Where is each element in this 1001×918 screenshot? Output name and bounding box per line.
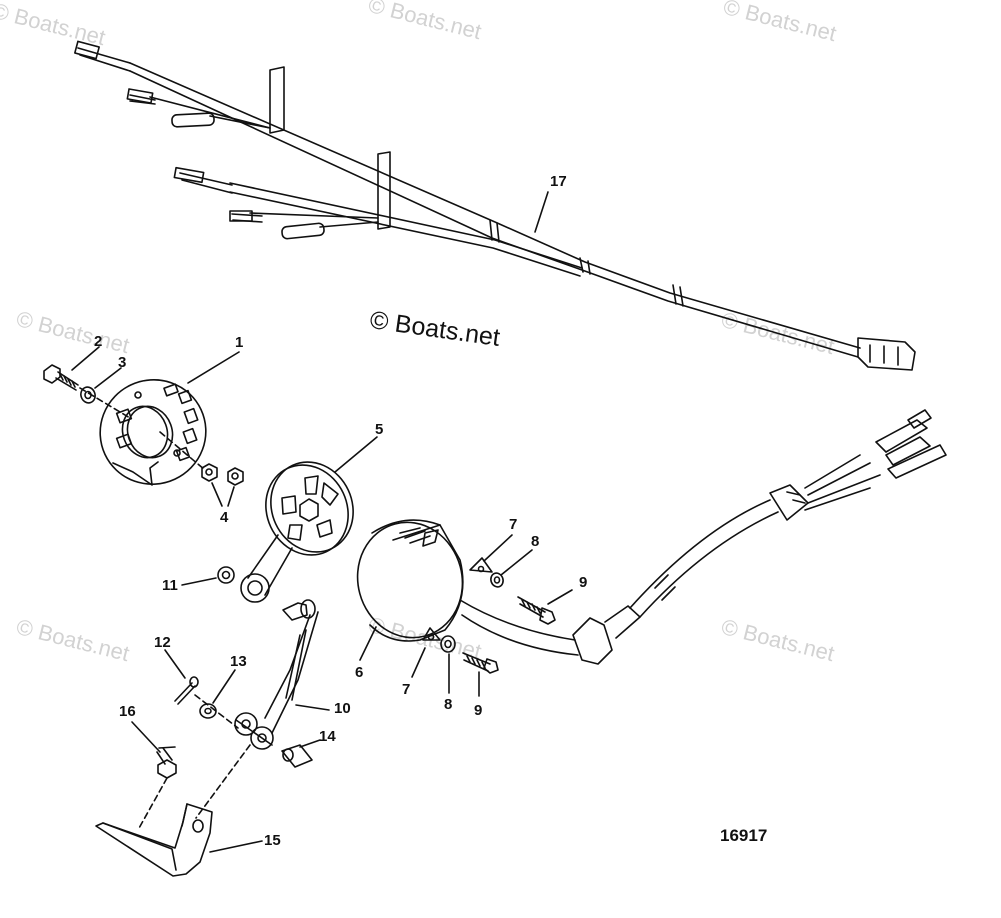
callout-12: 12 (154, 634, 171, 651)
parts-7-8-9-lower (411, 627, 499, 697)
part-12-pin (164, 649, 239, 729)
callout-4: 4 (220, 509, 229, 526)
callout-5: 5 (375, 421, 384, 438)
callout-2: 2 (94, 333, 103, 350)
part-2-screw (43, 346, 131, 419)
callout-17: 17 (550, 173, 567, 190)
part-16-bolt (131, 721, 251, 831)
part-1-plate (99, 351, 240, 486)
callout-11: 11 (162, 577, 178, 594)
part-11-clip (181, 566, 235, 586)
callout-8a: 8 (531, 533, 540, 550)
part-10-arm (234, 599, 330, 750)
callout-7a: 7 (509, 516, 518, 533)
parts-7-8-9-upper (469, 534, 573, 625)
part-3-washer (80, 367, 122, 404)
callout-16: 16 (119, 703, 136, 720)
part-4-nuts (201, 463, 244, 507)
part-6-sensor (356, 409, 947, 665)
callout-9b: 9 (474, 702, 483, 719)
callout-15: 15 (264, 832, 281, 849)
callout-14: 14 (319, 728, 336, 745)
part-14-pin (281, 739, 321, 768)
part-15-bracket (95, 803, 263, 877)
callout-9a: 9 (579, 574, 588, 591)
callout-3: 3 (118, 354, 127, 371)
callout-1: 1 (235, 334, 244, 351)
part-5-rotor (240, 436, 378, 603)
wiring-harness (74, 40, 916, 371)
callout-13: 13 (230, 653, 247, 670)
part-13-washer (199, 669, 236, 719)
callout-8b: 8 (444, 696, 453, 713)
callout-7b: 7 (402, 681, 411, 698)
callout-10: 10 (334, 700, 351, 717)
callout-6: 6 (355, 664, 364, 681)
diagram-number: 16917 (720, 826, 768, 845)
